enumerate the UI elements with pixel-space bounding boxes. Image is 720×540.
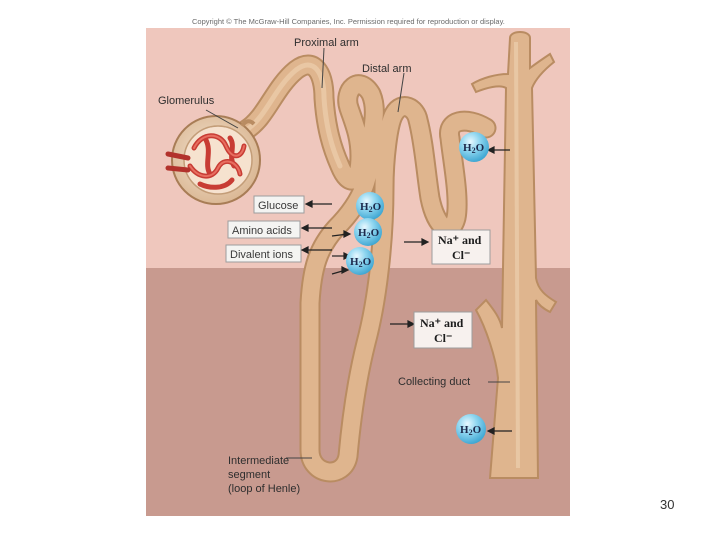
collecting-duct-label: Collecting duct xyxy=(398,376,470,388)
svg-text:H2O: H2O xyxy=(460,424,482,437)
na-cl-cortex-line1: Na⁺ and xyxy=(438,233,482,247)
divalent-ions-label: Divalent ions xyxy=(230,249,293,261)
intermediate-segment-label-1: Intermediate xyxy=(228,455,289,467)
glucose-box: Glucose xyxy=(253,195,305,214)
intermediate-segment-label-3: (loop of Henle) xyxy=(228,483,300,495)
collecting-duct xyxy=(470,31,558,479)
nephron-figure: Proximal arm Distal arm Glomerulus Colle… xyxy=(146,28,570,516)
intermediate-segment-label-2: segment xyxy=(228,469,270,481)
svg-text:H2O: H2O xyxy=(350,256,372,269)
proximal-arm-label: Proximal arm xyxy=(294,37,359,49)
transport-arrows xyxy=(300,146,512,435)
h2o-droplet-1: H2O xyxy=(356,192,384,220)
distal-arm-label: Distal arm xyxy=(362,63,412,75)
na-cl-medulla-line2: Cl⁻ xyxy=(434,331,452,345)
glomerulus-label: Glomerulus xyxy=(158,95,215,107)
h2o-droplet-5: H2O xyxy=(456,414,486,444)
na-cl-medulla-line1: Na⁺ and xyxy=(420,316,464,330)
glucose-label: Glucose xyxy=(258,200,298,212)
divalent-ions-box: Divalent ions xyxy=(225,244,302,263)
h2o-droplet-2: H2O xyxy=(354,218,382,246)
svg-text:H2O: H2O xyxy=(360,201,382,214)
h2o-droplet-4: H2O xyxy=(459,132,489,162)
na-cl-box-medulla: Na⁺ and Cl⁻ xyxy=(413,311,473,349)
svg-text:H2O: H2O xyxy=(463,142,485,155)
glomerulus-capsule xyxy=(165,115,261,205)
nephron-tubule xyxy=(235,54,497,483)
amino-acids-label: Amino acids xyxy=(232,225,292,237)
leader-lines xyxy=(205,47,510,459)
amino-acids-box: Amino acids xyxy=(227,220,301,239)
svg-text:H2O: H2O xyxy=(358,227,380,240)
na-cl-cortex-line2: Cl⁻ xyxy=(452,248,470,262)
nephron-diagram: Proximal arm Distal arm Glomerulus Colle… xyxy=(146,28,570,516)
copyright-notice: Copyright © The McGraw-Hill Companies, I… xyxy=(192,17,505,26)
h2o-droplet-3: H2O xyxy=(346,247,374,275)
na-cl-box-cortex: Na⁺ and Cl⁻ xyxy=(431,229,491,265)
page-number: 30 xyxy=(660,497,675,512)
